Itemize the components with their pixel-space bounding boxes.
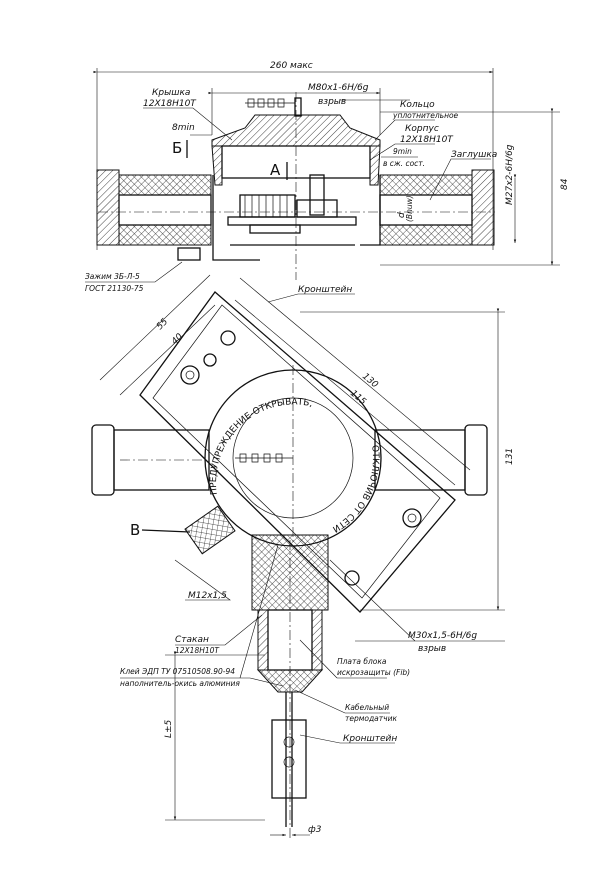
left-cable-gland xyxy=(96,169,212,246)
section-a-marker: А xyxy=(270,161,281,179)
min8-label: 8min xyxy=(172,123,195,133)
body-label: Корпус xyxy=(405,124,439,134)
right-cable-gland xyxy=(379,169,495,246)
thread-m12-label: M12x1,5 xyxy=(188,591,227,601)
cover-thread-note: взрыв xyxy=(318,97,346,107)
cover-material: 12Х18Н10Т xyxy=(143,99,197,109)
dim-131-label: 131 xyxy=(505,448,515,465)
glue-label: Клей ЭДП ТУ 07510508.90-94 xyxy=(120,667,235,676)
probe-bracket xyxy=(271,719,307,799)
cover-thread-label: M80x1-6H/6g xyxy=(308,83,369,93)
top-section-view: 260 макс M80x1-6H/6g взрыв xyxy=(85,61,570,293)
ring-label: Кольцо xyxy=(400,100,435,110)
length-label: L±5 xyxy=(164,719,174,738)
side-thread-label: M27x2-6H/6g xyxy=(505,144,515,205)
sensor-cup xyxy=(251,534,329,840)
dim-130-label: 130 xyxy=(360,372,380,391)
board-label: Плата блока xyxy=(337,657,387,666)
sensor-label: Кабельный xyxy=(345,703,389,712)
inner-d-note: (Bnuw) xyxy=(405,195,414,222)
dim-260-label: 260 макс xyxy=(270,61,313,71)
right-gland-front xyxy=(374,424,488,496)
min9-label: 9min xyxy=(393,147,412,156)
ground-clamp xyxy=(177,247,201,261)
seal-chain xyxy=(245,98,295,108)
left-gland-front xyxy=(91,424,210,496)
height-84-label: 84 xyxy=(560,178,570,190)
plug-label: Заглушка xyxy=(451,150,497,160)
bracket-label: Кронштейн xyxy=(298,285,352,295)
thread-m30-note: взрыв xyxy=(418,644,446,654)
sensor-label-2: термодатчик xyxy=(345,714,397,723)
terminal-block xyxy=(227,174,357,246)
inner-d-label: d xyxy=(397,212,407,218)
cup-material: 12Х18Н10Т xyxy=(175,646,220,655)
bracket2-label: Кронштейн xyxy=(343,734,397,744)
board-label-2: искрозащиты (Fib) xyxy=(337,668,410,677)
front-view: 55 40 130 115 131 Кронштейн ПРЕДУПРЕЖДЕН… xyxy=(91,274,515,840)
thread-m30-label: M30x1,5-6H/6g xyxy=(408,631,477,641)
ring-label-2: уплотнительное xyxy=(392,111,459,120)
clamp-label: Зажим 3Б-Л-5 xyxy=(85,272,140,281)
filler-label: наполнитель-окись алюминия xyxy=(120,679,240,688)
compressed-note: в сж. сост. xyxy=(383,159,425,168)
section-b-marker: Б xyxy=(172,139,182,157)
body-material: 12Х18Н10Т xyxy=(400,135,454,145)
diameter-label: ф3 xyxy=(308,825,322,835)
clamp-standard: ГОСТ 21130-75 xyxy=(85,284,144,293)
view-v-marker: В xyxy=(130,521,140,539)
cup-label: Стакан xyxy=(175,635,209,645)
detail-v-gland xyxy=(184,505,236,555)
svg-text:ПРЕДУПРЕЖДЕНИЕ-ОТКРЫВАТЬ,: ПРЕДУПРЕЖДЕНИЕ-ОТКРЫВАТЬ, xyxy=(209,397,314,495)
warning-text: ПРЕДУПРЕЖДЕНИЕ-ОТКРЫВАТЬ, xyxy=(209,397,314,495)
dim-40-label: 40 xyxy=(170,332,185,347)
cover-label: Крышка xyxy=(152,88,190,98)
dim-55-label: 55 xyxy=(155,317,170,332)
